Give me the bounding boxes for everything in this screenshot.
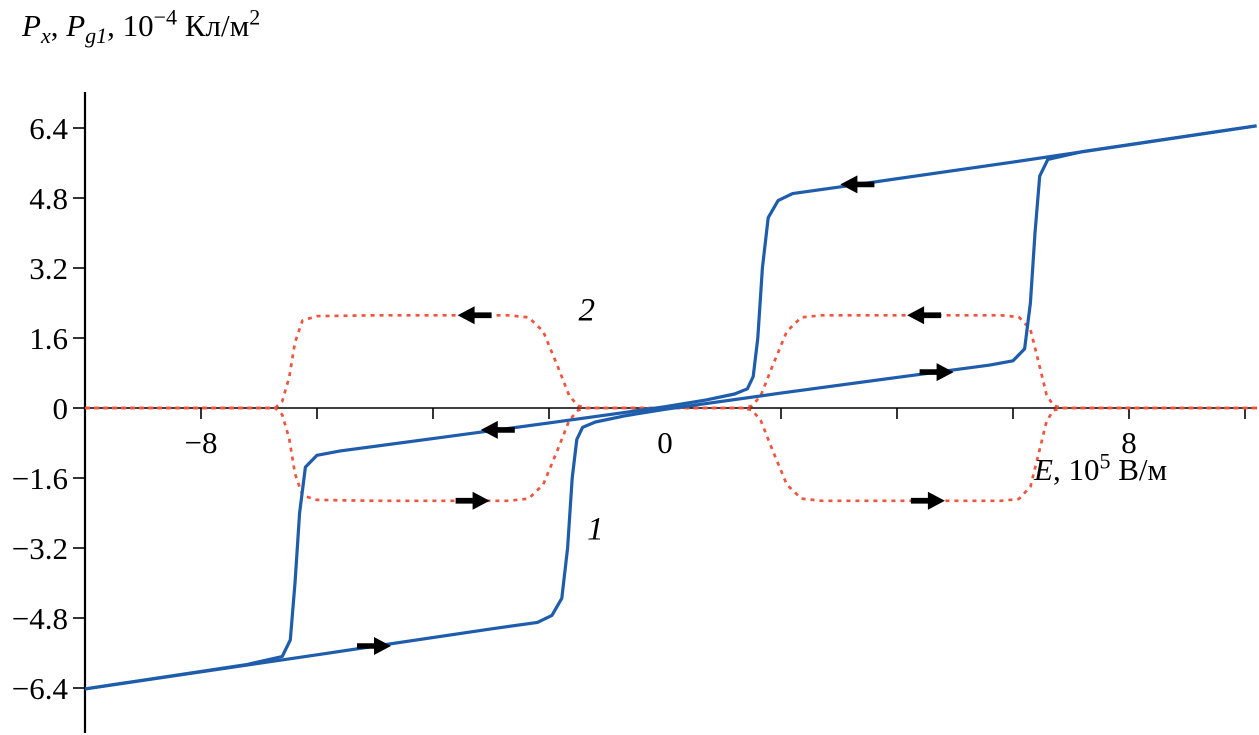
series-2 [85, 313, 1257, 503]
curve-label-2: 2 [578, 293, 595, 329]
series-1-branch [84, 124, 1257, 691]
x-factor-exp: 5 [1099, 448, 1111, 474]
y-tick-label: 3.2 [29, 251, 68, 286]
x-factor: , 10 [1052, 452, 1100, 487]
series: 21 [84, 124, 1257, 691]
x-tick-label: 8 [1121, 425, 1137, 460]
x-units: В/м [1110, 452, 1168, 487]
y-var-1: P [22, 8, 41, 43]
y-units: Кл/м [177, 8, 250, 43]
series-1 [84, 124, 1257, 691]
x-axis-title: E, 105 В/м [1034, 448, 1168, 488]
series-2-branch [85, 406, 1257, 503]
x-var: E [1034, 452, 1053, 487]
y-factor-exp: −4 [153, 4, 178, 30]
y-axis-title: Px, Pg1, 10−4 Кл/м2 [22, 4, 261, 47]
direction-arrows [357, 175, 954, 655]
x-tick-label: −8 [185, 425, 218, 460]
arrow-left-icon [907, 306, 942, 325]
y-tick-label: −1.6 [12, 461, 68, 496]
y-tick-label: 6.4 [29, 111, 68, 146]
arrow-right-icon [910, 491, 945, 510]
arrow-left-icon [457, 306, 492, 325]
series-2-branch [85, 313, 1257, 410]
y-tick-label: −6.4 [12, 671, 69, 706]
arrow-right-icon [455, 491, 490, 510]
y-var-1-sub: x [40, 23, 51, 49]
y-var-2-sub: g1 [85, 23, 108, 49]
y-var-2: P [66, 8, 86, 43]
series-1-branch [84, 124, 1257, 691]
y-tick-label: 4.8 [29, 181, 68, 216]
arrow-right-icon [919, 363, 954, 382]
axes: 6.4 4.8 3.2 1.6 0 −1.6 −3.2 −4.8 −6.4 −8 0 8 [12, 92, 1257, 733]
y-factor: , 10 [107, 8, 154, 43]
arrow-left-icon [480, 420, 515, 439]
y-tick-label: −4.8 [12, 601, 68, 636]
y-tick-label: 1.6 [29, 321, 68, 356]
arrow-right-icon [357, 637, 391, 655]
curve-label-1: 1 [587, 511, 604, 547]
y-tick-label: −3.2 [12, 531, 68, 566]
y-units-exp: 2 [249, 4, 261, 30]
y-sep-1: , [50, 8, 67, 43]
x-tick-label: 0 [657, 425, 673, 460]
arrow-left-icon [840, 175, 875, 194]
y-tick-label: 0 [53, 391, 69, 426]
